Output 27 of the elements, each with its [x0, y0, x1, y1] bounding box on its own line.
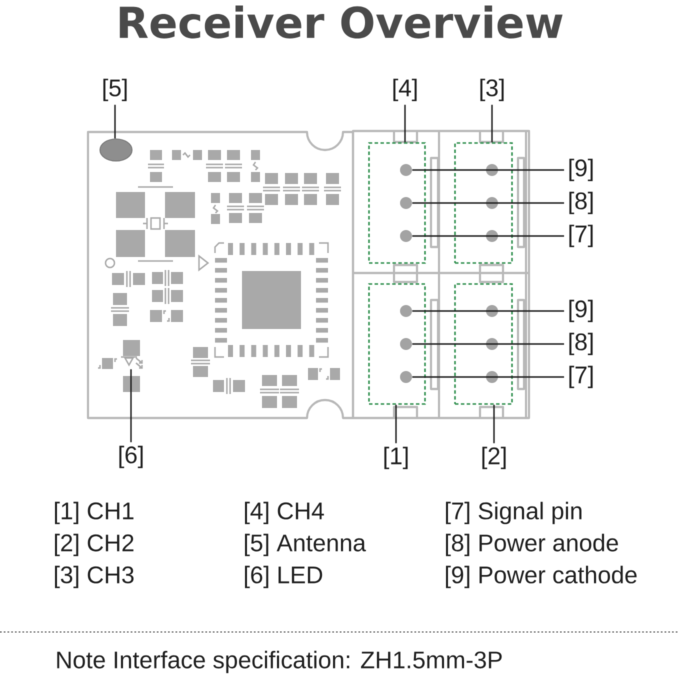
- callout-number: [8]: [569, 332, 593, 356]
- callout-number: [9]: [569, 158, 593, 182]
- callout-number: [8]: [569, 192, 593, 214]
- callout-number: [4]: [393, 78, 417, 102]
- key-entry: [5] Antenna: [244, 534, 366, 556]
- antenna-pad: [99, 138, 133, 162]
- key-entry: [6] LED: [244, 566, 322, 588]
- callout-number: [7]: [569, 224, 593, 248]
- callout-number: [1]: [384, 446, 408, 470]
- key-entry: [8] Power anode: [446, 534, 618, 556]
- key-entry: [4] CH4: [244, 502, 324, 524]
- key-entry: [2] CH2: [54, 534, 134, 556]
- led-symbol: [120, 356, 143, 369]
- note-text: Note Interface specification: ZH1.5mm-3P: [57, 650, 502, 674]
- callout-number: [5]: [103, 78, 127, 102]
- callout-number: [9]: [569, 300, 593, 322]
- callout-number: [2]: [482, 446, 506, 470]
- key-entry: [3] CH3: [54, 566, 134, 588]
- callout-number: [6]: [119, 446, 143, 468]
- leader-line: [130, 369, 132, 442]
- leader-line: [114, 104, 116, 138]
- callout-number: [3]: [480, 78, 504, 102]
- key-entry: [9] Power cathode: [446, 566, 637, 588]
- key-entry: [7] Signal pin: [446, 502, 582, 524]
- key-entry: [1] CH1: [54, 502, 134, 524]
- callout-number: [7]: [569, 366, 593, 388]
- title: Receiver Overview: [120, 6, 563, 38]
